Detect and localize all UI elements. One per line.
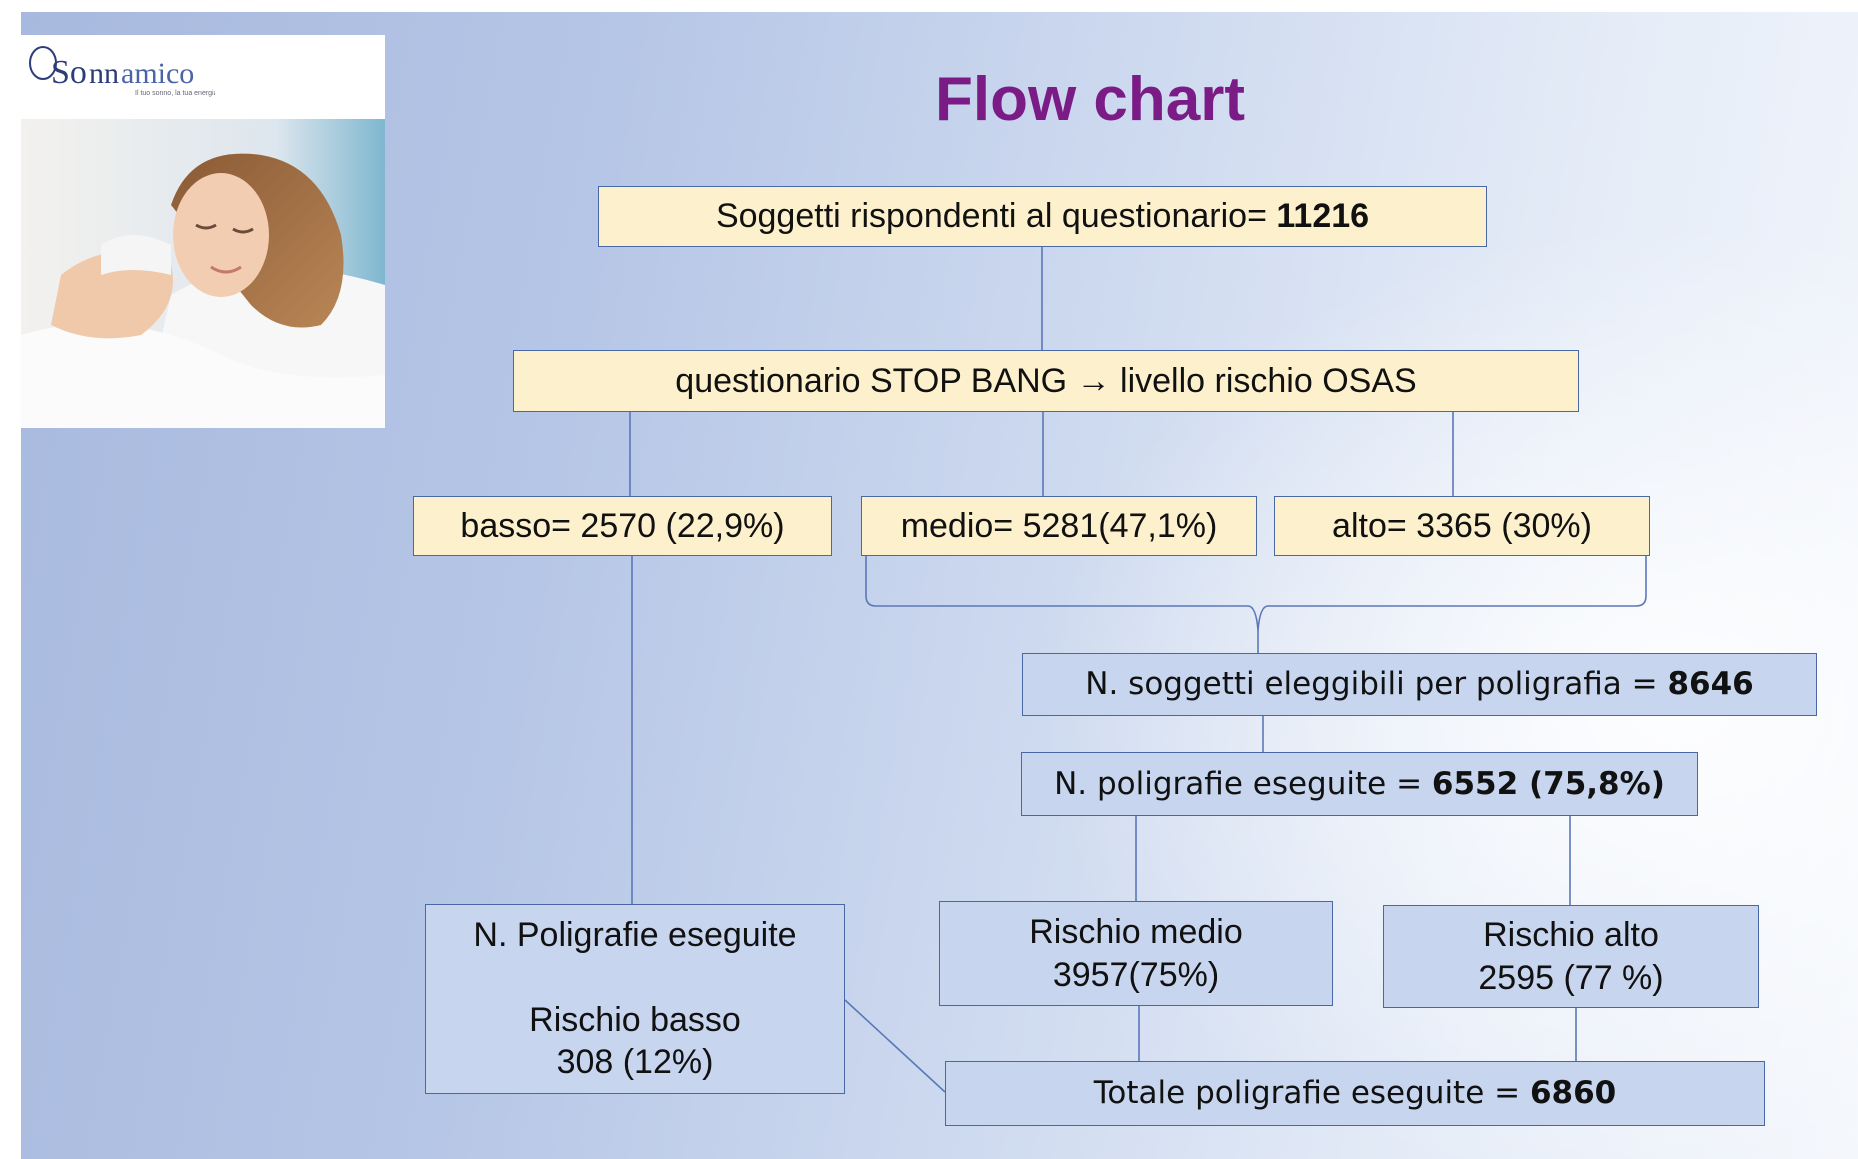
eligible-label: N. soggetti eleggibili per poligrafia = <box>1085 666 1668 703</box>
sonnoamico-logo: So nn amico Il tuo sonno, la tua energia <box>25 39 218 101</box>
stopbang-label: questionario STOP BANG → livello rischio… <box>675 361 1417 400</box>
total-label: Totale poligrafie eseguite = <box>1093 1075 1530 1112</box>
respondents-value: 11216 <box>1276 197 1370 236</box>
risk-high-title: Rischio alto <box>1483 916 1659 954</box>
performed-value: 6552 (75,8%) <box>1431 765 1665 802</box>
performed-label: N. poligrafie eseguite = <box>1054 765 1432 802</box>
alto-box: alto= 3365 (30%) <box>1274 496 1650 556</box>
eligible-value: 8646 <box>1667 666 1754 703</box>
total-value: 6860 <box>1529 1075 1617 1112</box>
low-risk-polygraphs-box: N. Poligrafie eseguite Rischio basso 308… <box>425 904 845 1094</box>
medio-label: medio= 5281(47,1%) <box>900 506 1218 545</box>
basso-label: basso= 2570 (22,9%) <box>460 506 785 545</box>
page-title: Flow chart <box>934 65 1246 134</box>
risk-high-value: 2595 (77 %) <box>1478 958 1664 997</box>
medio-box: medio= 5281(47,1%) <box>861 496 1257 556</box>
brace-medio-alto <box>865 556 1647 631</box>
sleeping-woman-image <box>21 35 385 428</box>
stopbang-box: questionario STOP BANG → livello rischio… <box>513 350 1579 412</box>
performed-box: N. poligrafie eseguite = 6552 (75,8%) <box>1021 752 1698 816</box>
risk-high-box: Rischio alto 2595 (77 %) <box>1383 905 1759 1008</box>
total-box: Totale poligrafie eseguite = 6860 <box>945 1061 1765 1126</box>
svg-text:amico: amico <box>121 57 194 90</box>
svg-text:Il tuo sonno, la tua energia: Il tuo sonno, la tua energia <box>135 90 215 97</box>
alto-label: alto= 3365 (30%) <box>1332 506 1592 545</box>
svg-text:nn: nn <box>89 57 119 90</box>
connector-lowpolys-total <box>844 999 946 1093</box>
respondents-label: Soggetti rispondenti al questionario= <box>715 197 1277 236</box>
header-image: So nn amico Il tuo sonno, la tua energia <box>21 35 385 428</box>
low-polys-title: N. Poligrafie eseguite <box>473 916 797 955</box>
low-polys-value: 308 (12%) <box>556 1043 714 1082</box>
risk-medium-title: Rischio medio <box>1029 913 1243 951</box>
risk-medium-value: 3957(75%) <box>1052 955 1220 994</box>
eligible-box: N. soggetti eleggibili per poligrafia = … <box>1022 653 1817 716</box>
basso-box: basso= 2570 (22,9%) <box>413 496 832 556</box>
svg-text:So: So <box>51 54 87 91</box>
risk-medium-box: Rischio medio 3957(75%) <box>939 901 1333 1006</box>
respondents-box: Soggetti rispondenti al questionario= 11… <box>598 186 1487 247</box>
low-polys-risk: Rischio basso <box>529 1000 741 1039</box>
